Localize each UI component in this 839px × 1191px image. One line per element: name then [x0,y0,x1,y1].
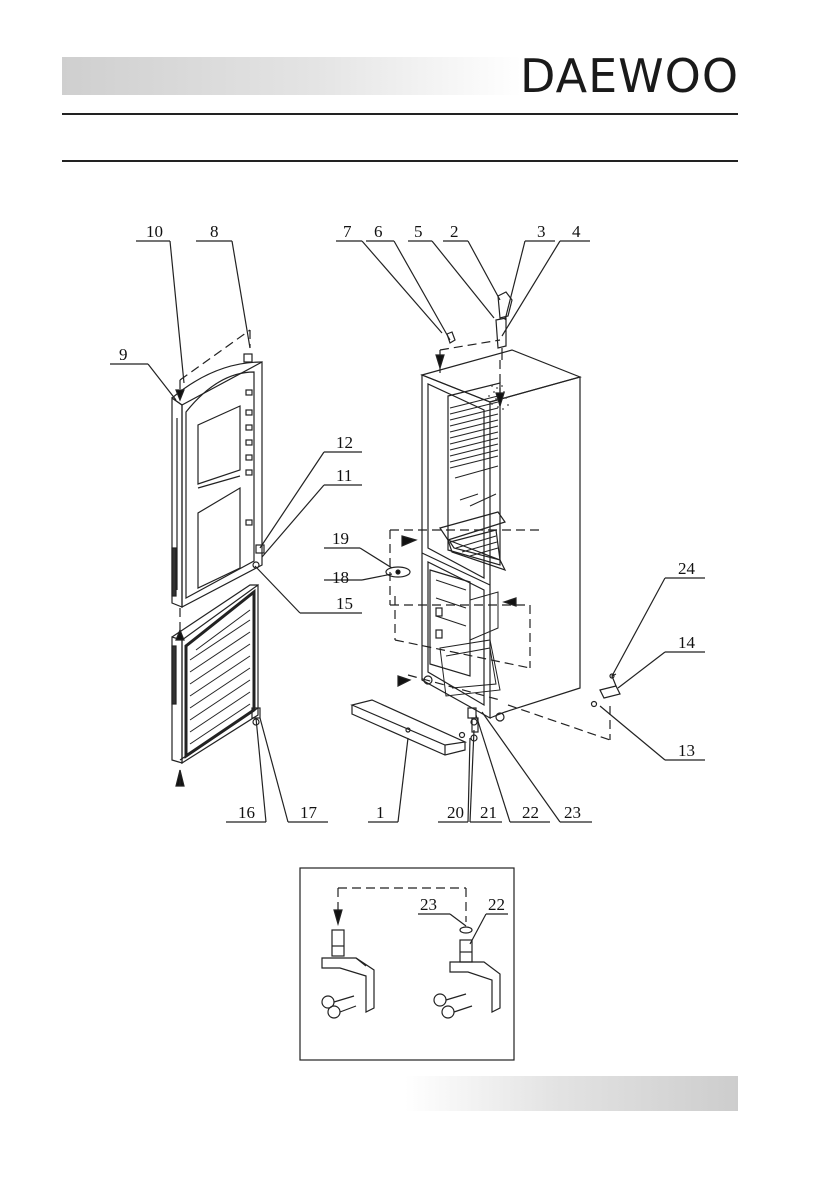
callout-13: 13 [678,741,695,760]
callout-24: 24 [678,559,696,578]
callout-5: 5 [414,222,423,241]
callout-6: 6 [374,222,383,241]
brand-logo: DAEWOO [520,49,740,103]
top-rule [62,113,738,115]
kickplate [350,699,468,756]
callout-7: 7 [343,222,352,241]
callout-11: 11 [336,466,352,485]
inset-box [299,867,515,1061]
callout-9: 9 [119,345,128,364]
callout-4: 4 [572,222,581,241]
callout-22: 22 [522,803,539,822]
callout-8: 8 [210,222,219,241]
top-parts [446,291,513,360]
callout-18: 18 [332,568,349,587]
callout-2: 2 [450,222,459,241]
inset-callout-22: 22 [488,895,505,914]
callout-15: 15 [336,594,353,613]
inset-callout-23: 23 [420,895,437,914]
callout-17: 17 [300,803,318,822]
second-rule [62,160,738,162]
callout-14: 14 [678,633,696,652]
callout-19: 19 [332,529,349,548]
callout-12: 12 [336,433,353,452]
upper-door [171,360,263,608]
callout-labels: 10 8 9 7 6 5 2 3 4 12 11 19 18 15 24 14 … [119,222,696,914]
cabinet [420,349,582,726]
leader-lines [110,240,705,823]
callout-21: 21 [480,803,497,822]
lower-door [171,583,259,765]
callout-16: 16 [238,803,255,822]
callout-3: 3 [537,222,546,241]
callout-1: 1 [376,803,385,822]
callout-23: 23 [564,803,581,822]
callout-10: 10 [146,222,163,241]
callout-20: 20 [447,803,464,822]
footer-band [405,1076,738,1111]
header-band [62,57,522,95]
